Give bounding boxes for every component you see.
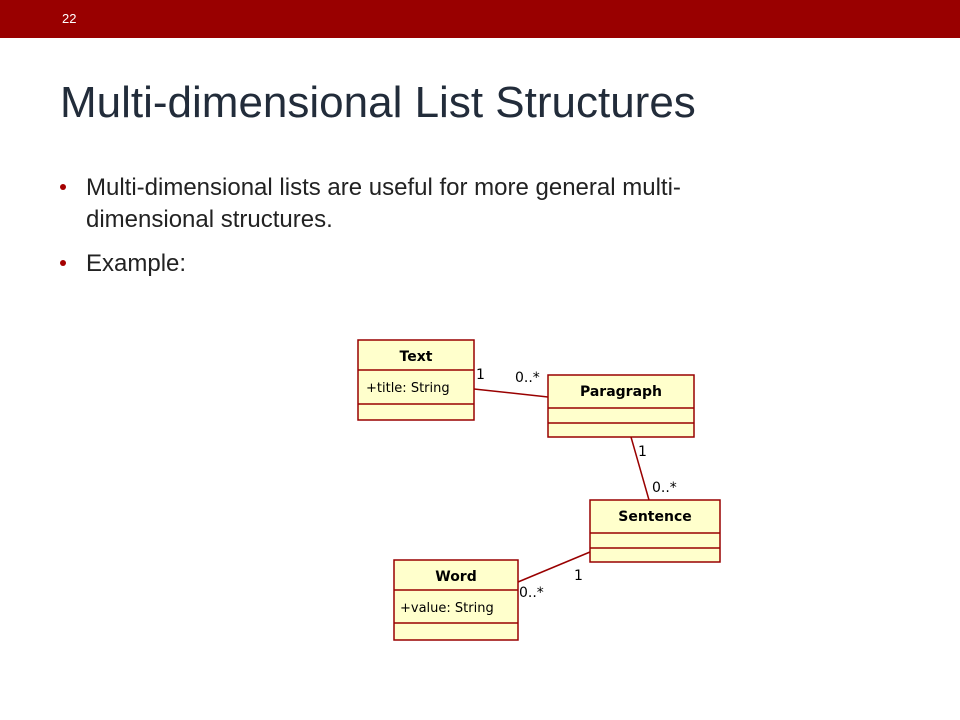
association-line-text-paragraph xyxy=(473,388,549,398)
association-line-sentence-word xyxy=(517,551,591,583)
header-bar: 22 xyxy=(0,0,960,38)
class-paragraph: Paragraph xyxy=(547,374,695,438)
bullet-item: Multi-dimensional lists are useful for m… xyxy=(60,172,900,236)
class-text: Text +title: String xyxy=(357,339,475,421)
bullet-dot-icon xyxy=(60,260,66,266)
multiplicity-label: 0..* xyxy=(652,480,677,496)
class-word: Word +value: String xyxy=(393,559,519,641)
bullet-dot-icon xyxy=(60,184,66,190)
bullet-text: Example: xyxy=(86,250,187,277)
bullet-item: Example: xyxy=(60,248,900,280)
class-attribute: +value: String xyxy=(400,601,494,616)
association-line-paragraph-sentence xyxy=(630,436,650,501)
multiplicity-label: 0..* xyxy=(515,370,540,386)
bullet-list: Multi-dimensional lists are useful for m… xyxy=(60,172,900,292)
class-name: Text xyxy=(400,349,433,365)
class-sentence: Sentence xyxy=(589,499,721,563)
class-attribute: +title: String xyxy=(366,381,450,396)
class-name: Sentence xyxy=(618,509,692,525)
multiplicity-label: 1 xyxy=(476,367,485,383)
class-name: Paragraph xyxy=(580,384,662,400)
slide-title: Multi-dimensional List Structures xyxy=(60,78,696,127)
multiplicity-label: 1 xyxy=(638,444,647,460)
class-name: Word xyxy=(435,569,477,585)
slide-number: 22 xyxy=(62,11,77,26)
multiplicity-label: 1 xyxy=(574,568,583,584)
multiplicity-label: 0..* xyxy=(519,585,544,601)
bullet-text: Multi-dimensional lists are useful for m… xyxy=(86,174,681,233)
